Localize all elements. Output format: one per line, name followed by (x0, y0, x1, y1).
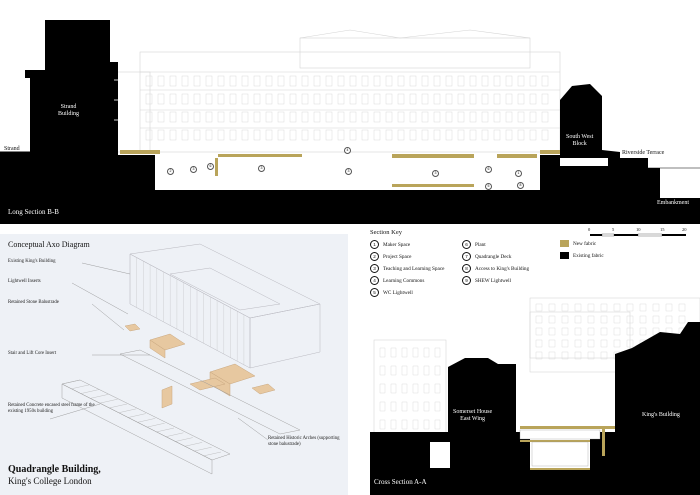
room-number-marker: 8 (517, 182, 524, 189)
kings-building-axo (129, 243, 321, 369)
kings-building-block (615, 322, 700, 432)
cross-section-caption: Cross Section A-A (374, 478, 427, 486)
key-label: Learning Commons (383, 277, 425, 284)
room-number-marker: 3 (432, 170, 439, 177)
legend-swatch (560, 252, 569, 259)
key-label: Teaching and Learning Space (383, 265, 445, 272)
section-key-item: 3 Teaching and Learning Space (370, 264, 444, 273)
section-key-item: 7 Quadrangle Deck (462, 252, 511, 261)
key-number: 7 (462, 252, 471, 261)
room-number-marker: 3 (345, 168, 352, 175)
section-key-item: 9 SHEW Lightwell (462, 276, 511, 285)
south-west-block (560, 84, 620, 158)
key-number: 6 (462, 240, 471, 249)
legend-label: New fabric (573, 240, 597, 247)
section-key-item: 8 Access to King's Building (462, 264, 529, 273)
long-section-panel: Strand Building Strand South West Block … (0, 0, 700, 224)
facade-windows (145, 75, 549, 141)
room-number-marker: 6 (207, 163, 214, 170)
facade-elevation (109, 29, 561, 153)
room-number-marker: 3 (190, 166, 197, 173)
ground-mass (0, 152, 700, 224)
somerset-house-label: Somerset House East Wing (453, 409, 493, 422)
axo-panel: Conceptual Axo Diagram (0, 234, 348, 495)
room-number-marker: 2 (167, 168, 174, 175)
somerset-house-block (448, 358, 516, 432)
strand-label: Strand (4, 146, 20, 152)
section-key-item: 6 Plant (462, 240, 486, 249)
key-number: 9 (462, 276, 471, 285)
key-number: 3 (370, 264, 379, 273)
callout-leaders (49, 262, 269, 441)
room-number-marker: 3 (258, 165, 265, 172)
key-number: 4 (370, 276, 379, 285)
room-number-marker: 6 (485, 166, 492, 173)
callout-retained-balustrade: Retained Stone Balustrade (8, 300, 59, 305)
kings-building-label: King's Building (642, 412, 680, 418)
new-fabric-strips (120, 150, 560, 187)
room-number-marker: 4 (344, 147, 351, 154)
lightwell-inserts (124, 323, 276, 409)
key-label: Plant (475, 241, 486, 248)
scale-bar (590, 233, 686, 237)
callout-existing-kings: Existing King's Building (8, 259, 56, 264)
callout-stair-lift-core: Stair and Lift Core Insert (8, 351, 57, 356)
section-key-item: 1 Maker Space (370, 240, 410, 249)
section-key-title: Section Key (370, 229, 402, 236)
scale-tick-label: 20 (682, 227, 687, 232)
strand-building-label: Strand Building (58, 104, 80, 117)
riverside-terrace-label: Riverside Terrace (622, 150, 665, 156)
callout-retained-frame: Retained Concrete encased steel frame of… (8, 403, 95, 414)
cross-rooms (519, 429, 601, 467)
cross-section-drawing (370, 297, 700, 495)
axo-facade-grid (129, 254, 245, 366)
legend-item: New fabric (560, 240, 596, 247)
scale-tick-label: 10 (636, 227, 641, 232)
key-label: SHEW Lightwell (475, 277, 512, 284)
long-section-caption: Long Section B-B (8, 208, 59, 216)
legend-item: Existing fabric (560, 252, 604, 259)
key-label: Access to King's Building (475, 265, 530, 272)
axo-drawing (49, 243, 321, 475)
embankment-label: Embankment (657, 200, 689, 206)
key-number: 1 (370, 240, 379, 249)
callout-lightwell-inserts: Lightwell Inserts (8, 279, 41, 284)
scale-tick-label: 0 (588, 227, 591, 232)
callout-historic-arches: Retained Historic Arches (supporting sto… (268, 436, 340, 447)
long-section-drawing (0, 20, 700, 224)
strand-building-block (25, 20, 118, 152)
scale-tick-label: 15 (660, 227, 665, 232)
project-subtitle: King's College London (8, 476, 92, 486)
key-label: Quadrangle Deck (475, 253, 512, 260)
axo-title: Conceptual Axo Diagram (8, 240, 90, 249)
key-label: Project Space (383, 253, 412, 260)
key-number: 5 (370, 288, 379, 297)
section-key-item: 5 WC Lightwell (370, 288, 413, 297)
scale-tick-label: 5 (612, 227, 615, 232)
cross-section-panel: Somerset House East Wing King's Building… (370, 292, 700, 495)
somerset-lightwell (430, 442, 450, 468)
retained-frame (61, 349, 301, 475)
section-key-item: 4 Learning Commons (370, 276, 424, 285)
legend-label: Existing fabric (573, 252, 604, 259)
key-label: Maker Space (383, 241, 411, 248)
room-number-marker: 5 (485, 183, 492, 190)
frame-grid (61, 379, 222, 457)
key-number: 2 (370, 252, 379, 261)
legend-swatch (560, 240, 569, 247)
room-number-marker: 1 (515, 170, 522, 177)
strand-building-windows (26, 29, 118, 125)
key-number: 8 (462, 264, 471, 273)
south-west-block-label: South West Block (566, 134, 594, 147)
cross-new-fabric (520, 426, 615, 470)
project-title: Quadrangle Building, (8, 464, 101, 475)
section-key-item: 2 Project Space (370, 252, 411, 261)
cross-ground (370, 432, 700, 495)
key-label: WC Lightwell (383, 289, 413, 296)
